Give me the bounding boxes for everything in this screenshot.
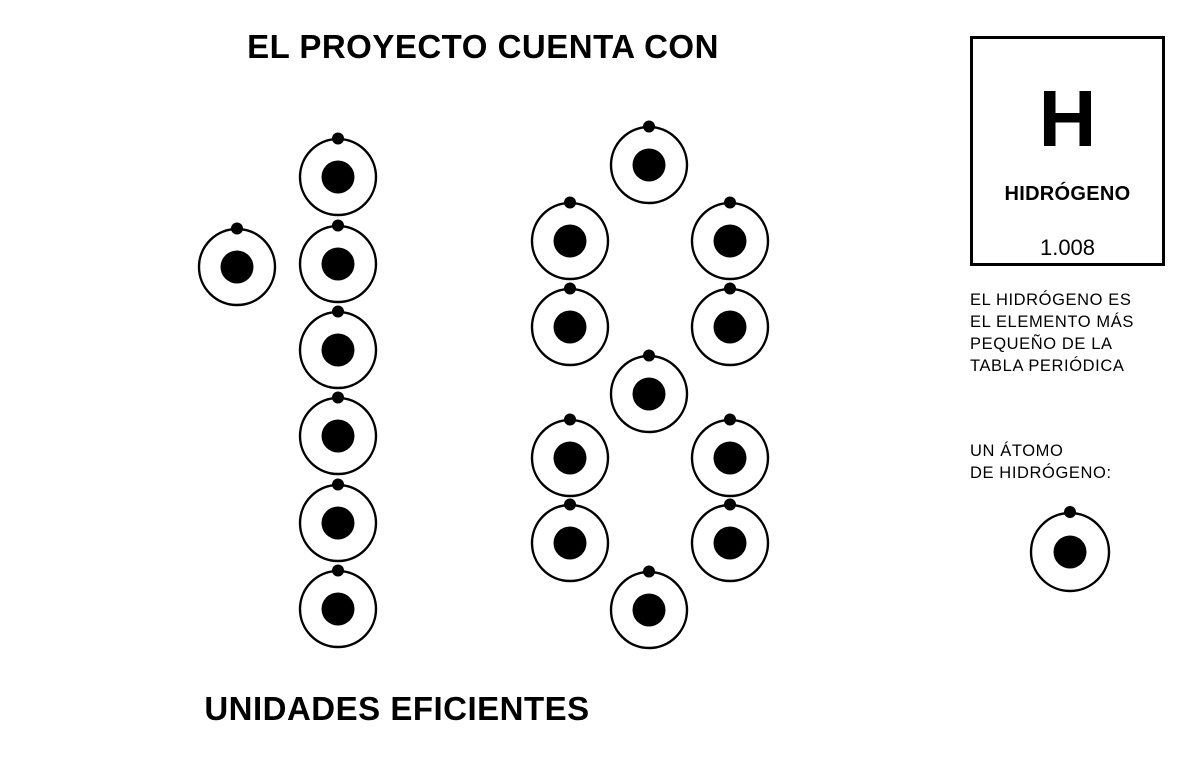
hydrogen-atom-icon [298,478,378,563]
atom-nucleus [1053,535,1087,569]
atom-electron [724,196,736,209]
hydrogen-atom-icon [690,196,770,281]
atom-nucleus [220,250,254,284]
caption-line: DE HIDRÓGENO: [970,464,1112,482]
hydrogen-atom-icon [298,219,378,304]
element-name: HIDRÓGENO [1004,183,1131,205]
hydrogen-atom-icon [690,413,770,498]
atom-nucleus [321,333,355,367]
atom-nucleus [713,224,747,258]
atom-nucleus [321,506,355,540]
hydrogen-atom-icon [530,498,610,583]
atom-electron [564,196,576,209]
headline-top: EL PROYECTO CUENTA CON [247,28,719,65]
hydrogen-atom-icon [197,222,277,307]
atom-electron [332,132,344,145]
hydrogen-atom-icon [609,120,689,205]
atom-nucleus [321,247,355,281]
atom-nucleus [553,526,587,560]
atom-electron [724,282,736,295]
atom-nucleus [713,441,747,475]
atom-nucleus [553,441,587,475]
legend-hydrogen-atom-icon [1029,506,1111,593]
headline-bottom: UNIDADES EFICIENTES [204,690,590,727]
hydrogen-atom-icon [298,391,378,476]
atom-electron [332,478,344,491]
atom-nucleus [632,377,666,411]
atom-nucleus [321,419,355,453]
hydrogen-atom-icon [298,564,378,649]
atom-nucleus [553,224,587,258]
atom-electron [724,498,736,511]
hydrogen-atom-icon [609,349,689,434]
hydrogen-atom-icon [298,132,378,217]
atom-nucleus [713,526,747,560]
atom-electron [564,413,576,426]
atom-nucleus [632,593,666,627]
atom-caption: UN ÁTOMO DE HIDRÓGENO: [970,440,1112,484]
atom-electron [564,282,576,295]
hydrogen-atom-icon [298,305,378,390]
hydrogen-atom-icon [530,196,610,281]
atom-electron [332,391,344,404]
atoms-number-figure [197,120,770,650]
caption-line: UN ÁTOMO [970,442,1064,460]
atom-electron [643,120,655,133]
atom-nucleus [713,310,747,344]
hydrogen-atom-icon [530,282,610,367]
atom-nucleus [632,148,666,182]
element-tile-hydrogen: H HIDRÓGENO 1.008 [970,36,1165,266]
fact-line: TABLA PERIÓDICA [970,357,1125,375]
hydrogen-fact: EL HIDRÓGENO ES EL ELEMENTO MÁS PEQUEÑO … [970,289,1134,377]
hydrogen-atom-icon [530,413,610,498]
element-symbol: H [1038,74,1097,163]
fact-line: PEQUEÑO DE LA [970,335,1113,353]
hydrogen-atom-icon [609,565,689,650]
atom-nucleus [321,592,355,626]
atom-electron [1064,506,1076,518]
atom-nucleus [553,310,587,344]
atom-electron [332,305,344,318]
fact-line: EL ELEMENTO MÁS [970,313,1134,331]
atom-electron [332,219,344,232]
atom-electron [564,498,576,511]
element-atomic-mass: 1.008 [1039,235,1096,260]
atom-electron [231,222,243,235]
hydrogen-atom-icon [690,498,770,583]
atom-electron [724,413,736,426]
fact-line: EL HIDRÓGENO ES [970,291,1132,309]
atom-electron [643,565,655,578]
hydrogen-atom-icon [690,282,770,367]
atom-electron [332,564,344,577]
atom-electron [643,349,655,362]
atom-nucleus [321,160,355,194]
